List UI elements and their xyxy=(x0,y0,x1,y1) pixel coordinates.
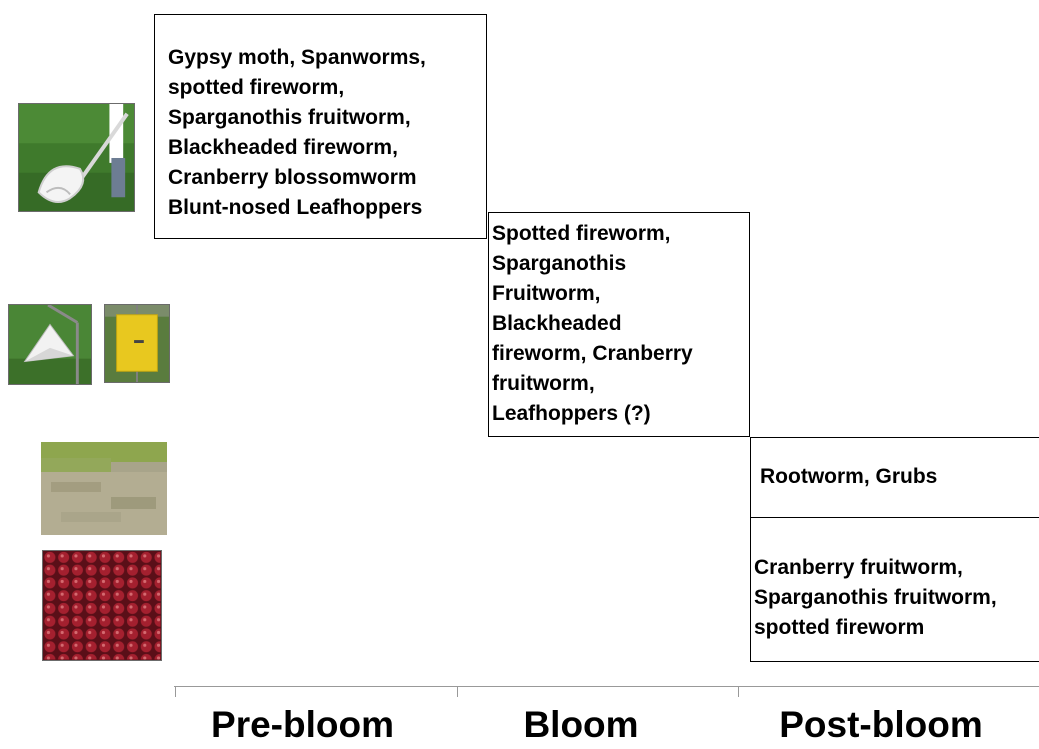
bloom-pests-box: Spotted fireworm, Sparganothis Fruitworm… xyxy=(488,212,750,437)
pest-line: Leafhoppers (?) xyxy=(492,402,651,425)
stage-label-postbloom: Post-bloom xyxy=(779,704,983,745)
stage-label-bloom: Bloom xyxy=(523,704,639,745)
pest-line: fireworm, Cranberry xyxy=(492,342,693,365)
pest-line: spotted fireworm xyxy=(754,616,925,639)
pest-line: Blackheaded fireworm, xyxy=(168,136,398,159)
pest-line: Rootworm, Grubs xyxy=(760,465,938,488)
pest-line: Sparganothis xyxy=(492,252,627,275)
pest-line: Cranberry fruitworm, xyxy=(754,556,963,579)
timeline-axis xyxy=(174,686,1039,687)
pest-line: Gypsy moth, Spanworms, xyxy=(168,46,426,69)
pest-line: Spotted fireworm, xyxy=(492,222,671,245)
pest-line: Blunt-nosed Leafhoppers xyxy=(168,196,423,219)
prebloom-pests-box: Gypsy moth, Spanworms, spotted fireworm,… xyxy=(154,14,487,239)
timeline-tick xyxy=(457,686,458,697)
pest-line: Sparganothis fruitworm, xyxy=(754,586,997,609)
postbloom-root-pests-box: Rootworm, Grubs xyxy=(750,437,1039,518)
postbloom-fruit-pests-box: Cranberry fruitworm, Sparganothis fruitw… xyxy=(750,517,1039,662)
pest-line: Cranberry blossomworm xyxy=(168,166,417,189)
sweep-net-photo xyxy=(18,103,135,212)
pest-line: Sparganothis fruitworm, xyxy=(168,106,411,129)
pest-line: Blackheaded xyxy=(492,312,622,335)
pest-line: spotted fireworm, xyxy=(168,76,345,99)
timeline-tick xyxy=(175,686,176,697)
pest-line: Fruitworm, xyxy=(492,282,601,305)
cranberries-photo xyxy=(42,550,162,661)
delta-trap-photo xyxy=(8,304,92,385)
yellow-sticky-trap-photo xyxy=(104,304,170,383)
timeline-tick xyxy=(738,686,739,697)
turf-damage-photo xyxy=(41,442,167,535)
pest-line: fruitworm, xyxy=(492,372,595,395)
stage-label-prebloom: Pre-bloom xyxy=(211,704,394,745)
